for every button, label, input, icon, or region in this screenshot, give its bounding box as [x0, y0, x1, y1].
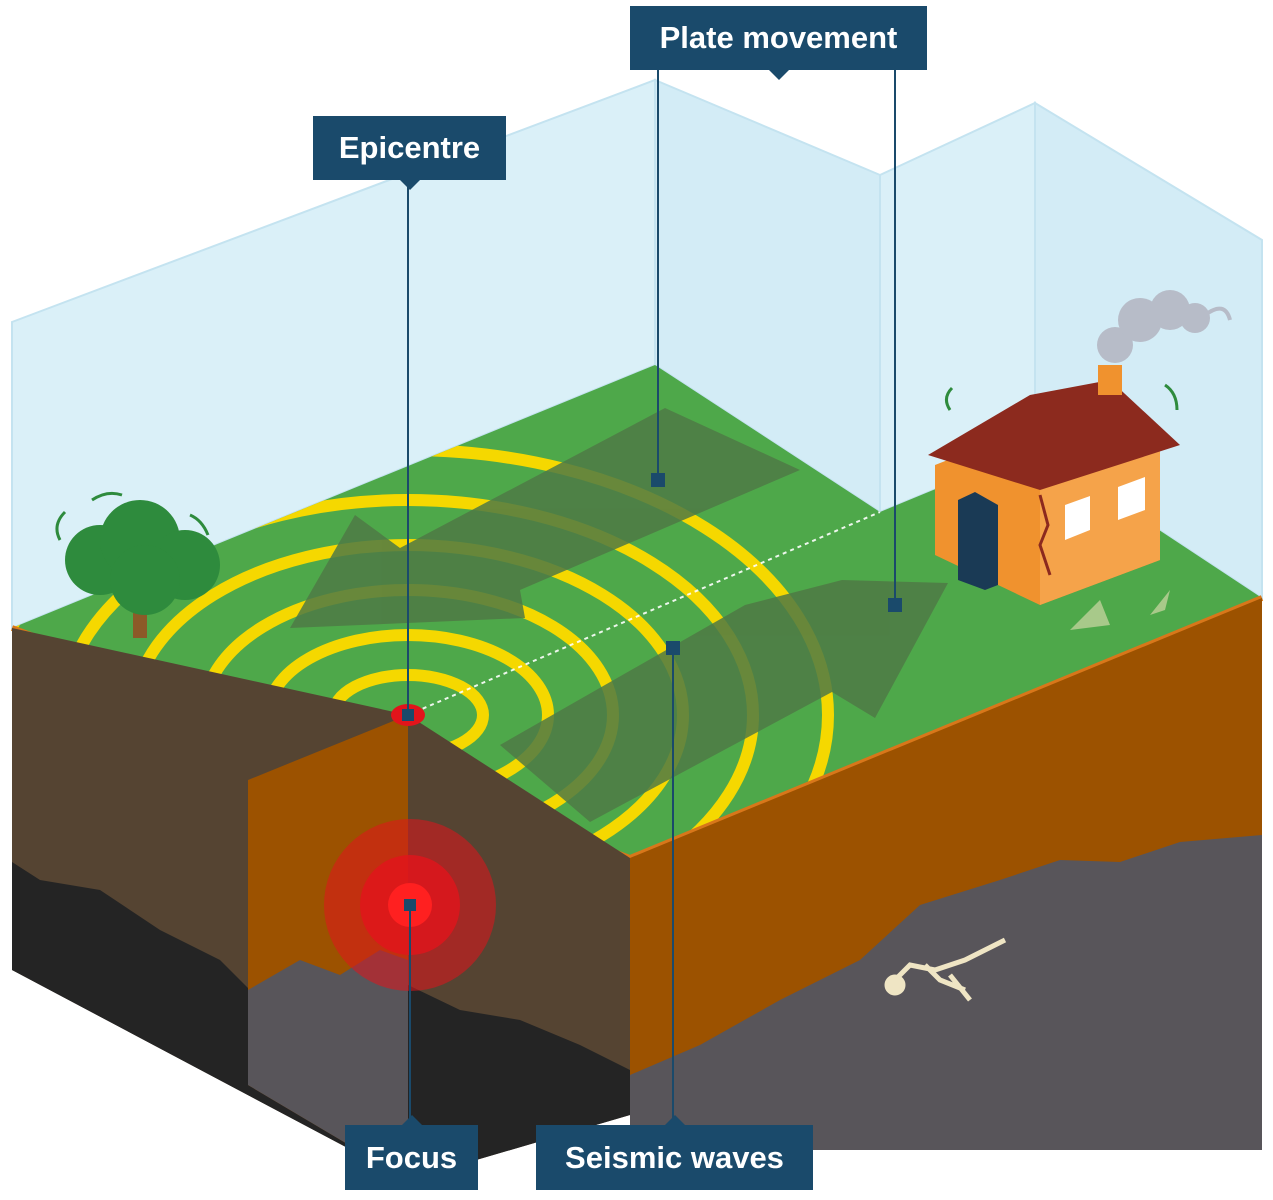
leader-lines	[407, 70, 902, 1125]
smoke-icon	[1097, 290, 1232, 363]
fossil-icon	[884, 937, 1007, 1002]
seismic-waves-label: Seismic waves	[536, 1115, 813, 1190]
plate-movement-label: Plate movement	[630, 6, 927, 80]
right-cross-section	[630, 598, 1262, 1150]
house-icon	[928, 365, 1180, 605]
plate-movement-arrows	[290, 408, 948, 822]
tent-icon	[1070, 590, 1170, 630]
focus-label: Focus	[345, 1115, 478, 1190]
epicentre-label: Epicentre	[313, 116, 506, 190]
tree-icon	[55, 491, 220, 638]
sky-panels	[11, 78, 1263, 630]
